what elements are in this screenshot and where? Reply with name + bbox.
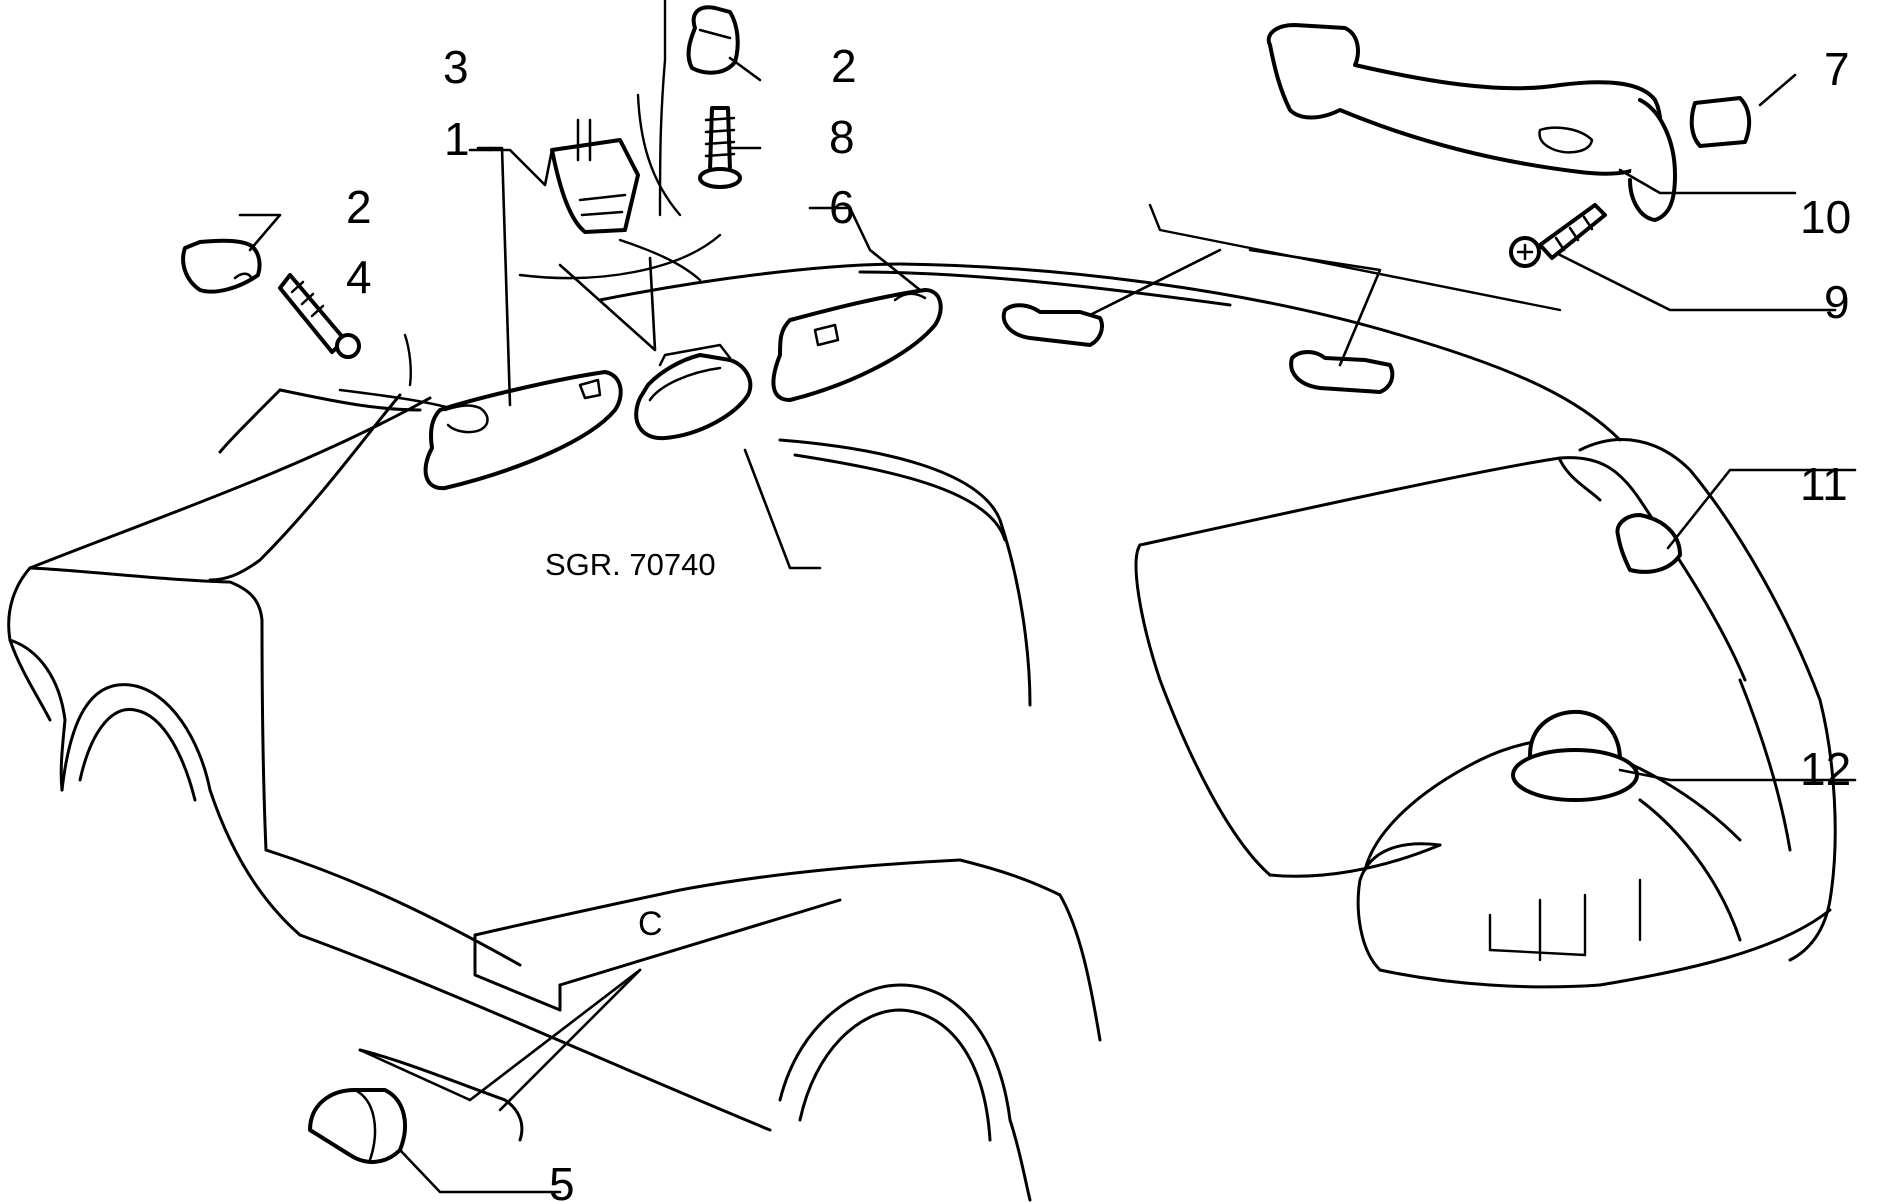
body-marking-c: C — [638, 905, 663, 943]
clip-7 — [1689, 96, 1752, 148]
callout-11: 11 — [1800, 458, 1848, 510]
callout-3: 3 — [443, 41, 469, 93]
interior-lamp — [634, 343, 753, 441]
clip-11 — [1615, 513, 1682, 574]
callout-5: 5 — [549, 1158, 575, 1202]
bracket-3 — [550, 118, 640, 234]
clip-top — [686, 5, 740, 75]
callout-1: 1 — [444, 113, 470, 165]
grab-handle-10 — [1266, 23, 1677, 222]
callout-labels: 1 2 2 3 4 5 6 7 8 9 10 11 12 SGR. 70740 — [346, 40, 1851, 1202]
callout-4: 4 — [346, 251, 372, 303]
callout-7: 7 — [1824, 43, 1850, 95]
car-body-outline: C — [7, 0, 1837, 1202]
screw-9 — [1509, 203, 1607, 268]
sun-visor-right — [771, 288, 943, 402]
screw-4 — [278, 273, 361, 359]
callout-10: 10 — [1800, 191, 1851, 243]
callout-6: 6 — [829, 181, 855, 233]
sun-visor-left — [423, 370, 623, 491]
roof-handle-front — [1001, 303, 1104, 347]
plug-12 — [1511, 709, 1639, 802]
callout-12: 12 — [1800, 743, 1851, 795]
cap-5 — [308, 1088, 407, 1164]
leader-lines — [238, 56, 1857, 1194]
callout-2-top: 2 — [831, 40, 857, 92]
reference-code: SGR. 70740 — [545, 547, 716, 582]
screw-8 — [698, 106, 742, 189]
clip-left — [181, 238, 262, 294]
roof-handle-rear — [1289, 350, 1395, 394]
callout-9: 9 — [1824, 276, 1850, 328]
callout-8: 8 — [829, 111, 855, 163]
callout-2-left: 2 — [346, 181, 372, 233]
